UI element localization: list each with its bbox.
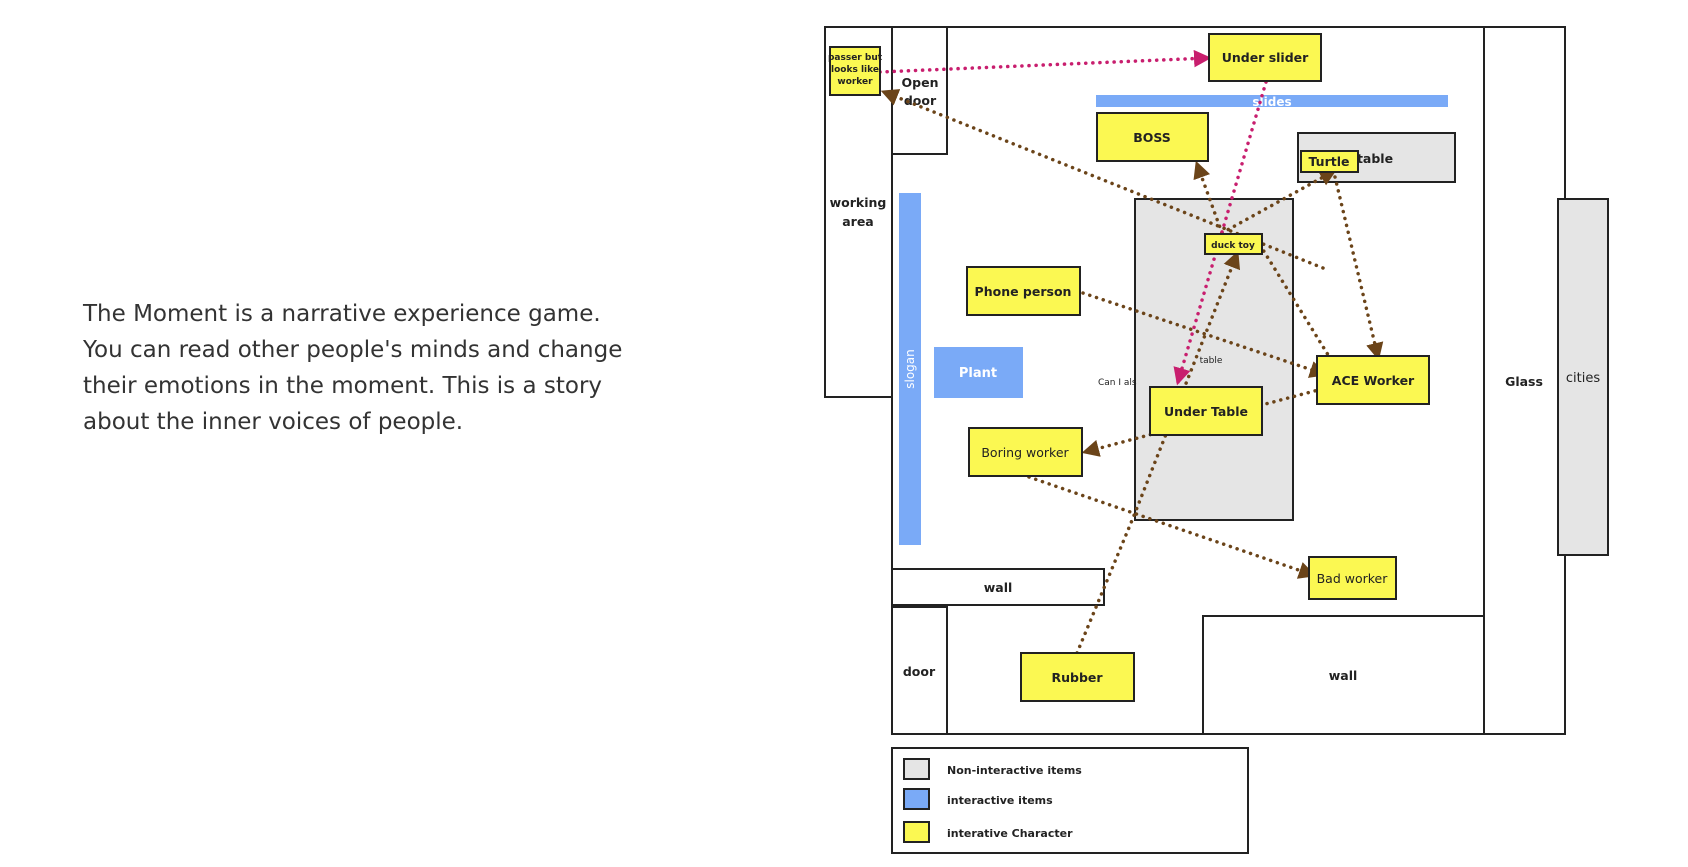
cities-label: cities (1566, 371, 1600, 386)
arrow-duck-to-turtle (1220, 169, 1338, 235)
description-line: about the inner voices of people. (83, 409, 464, 435)
cities-window (1557, 198, 1609, 556)
slogan-label: slogan (903, 349, 917, 389)
glass-wall-box (1483, 26, 1566, 735)
character-bad-worker[interactable]: Bad worker (1308, 556, 1397, 600)
character-turtle[interactable]: Turtle (1300, 150, 1359, 173)
description-line: You can read other people's minds and ch… (83, 337, 623, 363)
character-phone-person[interactable]: Phone person (966, 266, 1081, 316)
description-line: The Moment is a narrative experience gam… (83, 301, 601, 327)
can-i-also-note: Can I als (1098, 378, 1137, 388)
door-label: door (903, 664, 936, 679)
wall-bottom-box (1202, 615, 1485, 735)
table-right-label: table (1357, 151, 1393, 166)
legend-swatch-character (903, 821, 930, 843)
slogan-bar[interactable] (899, 193, 921, 545)
svg-text:Rubber: Rubber (1051, 670, 1103, 685)
open-door-box (891, 26, 948, 155)
plant-label: Plant (959, 366, 997, 381)
legend-label-non-interactive: Non-interactive items (947, 764, 1082, 777)
slides-bar[interactable] (1096, 95, 1448, 107)
svg-text:looks like: looks like (831, 65, 879, 75)
arrow-ace-to-boring (1081, 387, 1324, 457)
svg-text:Under Table: Under Table (1164, 404, 1248, 419)
svg-text:Boring worker: Boring worker (981, 445, 1069, 460)
arrow-duck-to-boss (1193, 160, 1224, 235)
character-boring-worker[interactable]: Boring worker (968, 427, 1083, 477)
legend-swatch-non-interactive (903, 758, 930, 780)
wall-left-box (891, 568, 1105, 606)
legend-label-character: interative Character (947, 827, 1073, 840)
character-boss[interactable]: BOSS (1096, 112, 1209, 162)
svg-text:Bad worker: Bad worker (1317, 571, 1389, 586)
working-area-label: working (830, 195, 887, 210)
svg-text:Phone person: Phone person (975, 284, 1072, 299)
arrow-phone-to-ace (1081, 291, 1328, 378)
legend: Non-interactive items interactive items … (891, 747, 1249, 854)
arrow-rubber-to-duck (1075, 250, 1241, 655)
arrow-boring-to-bad (1027, 475, 1317, 579)
legend-label-interactive: interactive items (947, 794, 1053, 807)
legend-swatch-interactive (903, 788, 930, 810)
table-center-label: table (1200, 356, 1223, 366)
character-under-slider[interactable]: Under slider (1208, 33, 1322, 82)
svg-text:passer but: passer but (828, 53, 883, 63)
svg-text:BOSS: BOSS (1133, 130, 1171, 145)
legend-box (891, 747, 1249, 854)
character-ace-worker[interactable]: ACE Worker (1316, 355, 1430, 405)
character-passer[interactable]: passer but looks like worker (828, 46, 883, 96)
glass-label: Glass (1505, 374, 1543, 389)
character-duck-toy[interactable]: duck toy (1204, 233, 1263, 255)
arrow-passer-to-slider (878, 49, 1212, 74)
character-under-table[interactable]: Under Table (1149, 386, 1263, 436)
svg-text:ACE Worker: ACE Worker (1332, 373, 1415, 388)
svg-text:worker: worker (837, 77, 873, 87)
character-rubber[interactable]: Rubber (1020, 652, 1135, 702)
open-door-label: Open (902, 75, 939, 90)
svg-text:Turtle: Turtle (1309, 154, 1350, 169)
arrow-turtle-to-ace (1333, 175, 1384, 361)
arrow-slider-to-under-table (1173, 80, 1268, 386)
plant-box[interactable] (934, 347, 1023, 398)
svg-text:duck toy: duck toy (1211, 241, 1255, 251)
wall-bottom-label: wall (1329, 668, 1358, 683)
slides-label: slides (1252, 95, 1291, 109)
open-door-label: door (904, 93, 937, 108)
svg-text:Under slider: Under slider (1222, 50, 1309, 65)
door-box (891, 606, 948, 735)
arrow-duck-to-ace (1258, 243, 1332, 360)
wall-left-label: wall (984, 580, 1013, 595)
description-line: their emotions in the moment. This is a … (83, 373, 603, 399)
game-description: The Moment is a narrative experience gam… (83, 296, 663, 440)
working-area-label: area (842, 214, 874, 229)
